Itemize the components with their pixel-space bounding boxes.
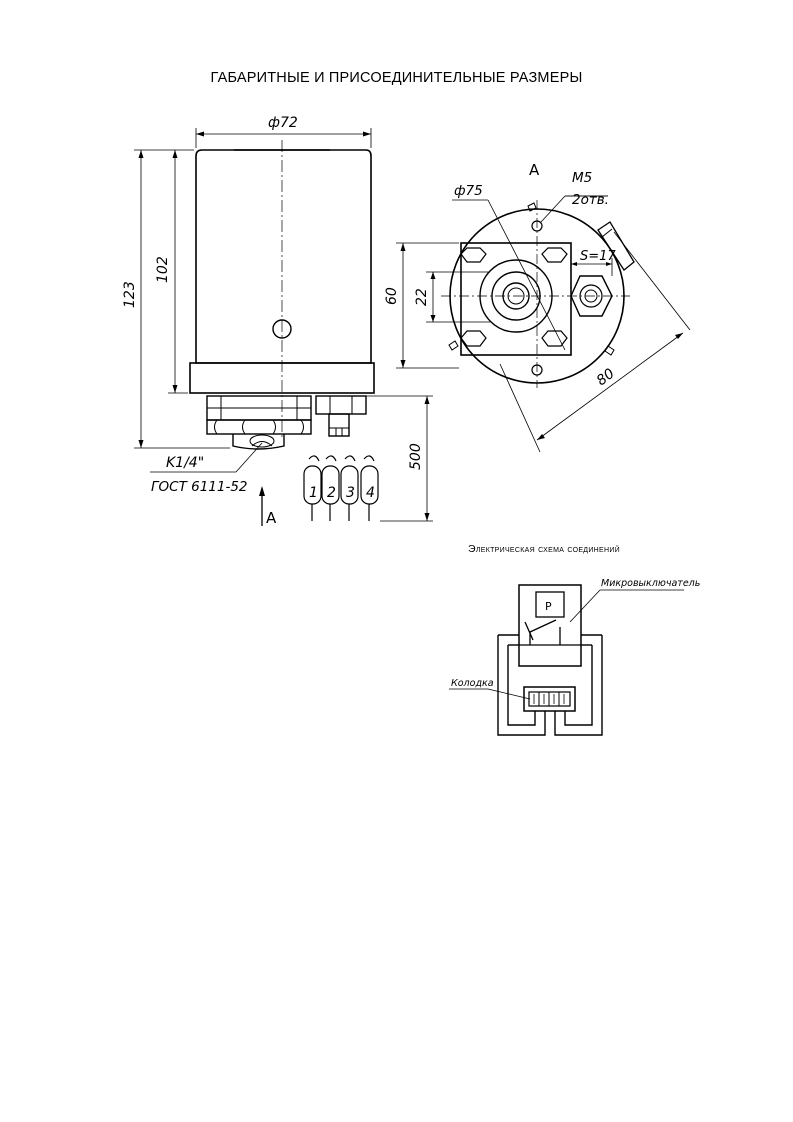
wire-right-outer: [554, 635, 603, 736]
block-label: Колодка: [451, 678, 494, 689]
svg-text:1: 1: [309, 485, 318, 501]
connector-pins: 1 2 3 4: [303, 455, 379, 521]
svg-text:3: 3: [346, 485, 355, 501]
bolt-bottom-right: [541, 330, 568, 347]
dim-height-102: 102: [155, 256, 171, 283]
front-view: ф72 123 102 K1/4" ГОСТ 6111-52 A: [122, 115, 433, 527]
dim-diameter-75: ф75: [454, 183, 483, 199]
schema-title: Электрическая схема соединений: [468, 543, 621, 555]
dim-cable-500: 500: [408, 443, 424, 470]
wire-right-inner: [564, 645, 593, 726]
wire-left-outer: [497, 635, 546, 736]
switch-contact: [529, 619, 557, 633]
top-view-label: A: [529, 161, 540, 179]
bolt-bottom-left: [460, 330, 487, 347]
relay-box: [535, 591, 565, 618]
thread-m5-label: M5: [572, 170, 592, 186]
dim-inner-22: 22: [414, 288, 430, 306]
wiring-schema: P Микровыключатель Колодка: [449, 578, 700, 736]
terminal-lug: [597, 221, 635, 271]
pin-1: 1: [303, 455, 322, 521]
wire-left-inner: [507, 645, 536, 726]
page-title: ГАБАРИТНЫЕ И ПРИСОЕДИНИТЕЛЬНЫЕ РАЗМЕРЫ: [210, 70, 583, 86]
svg-text:2: 2: [327, 485, 336, 501]
top-view: A ф75 M5 2отв. S=17 60: [384, 161, 691, 453]
dim-diagonal-80: 80: [594, 366, 618, 390]
bolt-top-left: [460, 247, 487, 263]
vent-hole: [272, 319, 292, 339]
relay-label: P: [545, 600, 552, 613]
cable-gland: [315, 395, 367, 415]
pressure-connector: [232, 434, 285, 450]
dim-diameter-72: ф72: [268, 115, 298, 131]
pin-4: 4: [360, 455, 379, 521]
dim-height-123: 123: [122, 281, 138, 308]
pin-3: 3: [340, 455, 359, 521]
body-cylinder: [195, 149, 372, 364]
thread-standard: ГОСТ 6111-52: [151, 479, 248, 495]
thread-label: K1/4": [166, 455, 204, 471]
cable-outlet: [328, 413, 350, 437]
terminal-block: [523, 686, 576, 712]
hex-nut: [206, 419, 312, 435]
square-flange: [460, 242, 572, 356]
pin-2: 2: [321, 455, 340, 521]
dim-height-60: 60: [384, 287, 400, 305]
holes-count-label: 2отв.: [572, 192, 609, 208]
microswitch-housing: [518, 584, 582, 667]
wrench-size-label: S=17: [580, 249, 616, 264]
view-arrow-label: A: [266, 509, 277, 527]
microswitch-label: Микровыключатель: [601, 578, 700, 589]
bolt-top-right: [541, 247, 568, 263]
svg-text:4: 4: [366, 485, 375, 501]
